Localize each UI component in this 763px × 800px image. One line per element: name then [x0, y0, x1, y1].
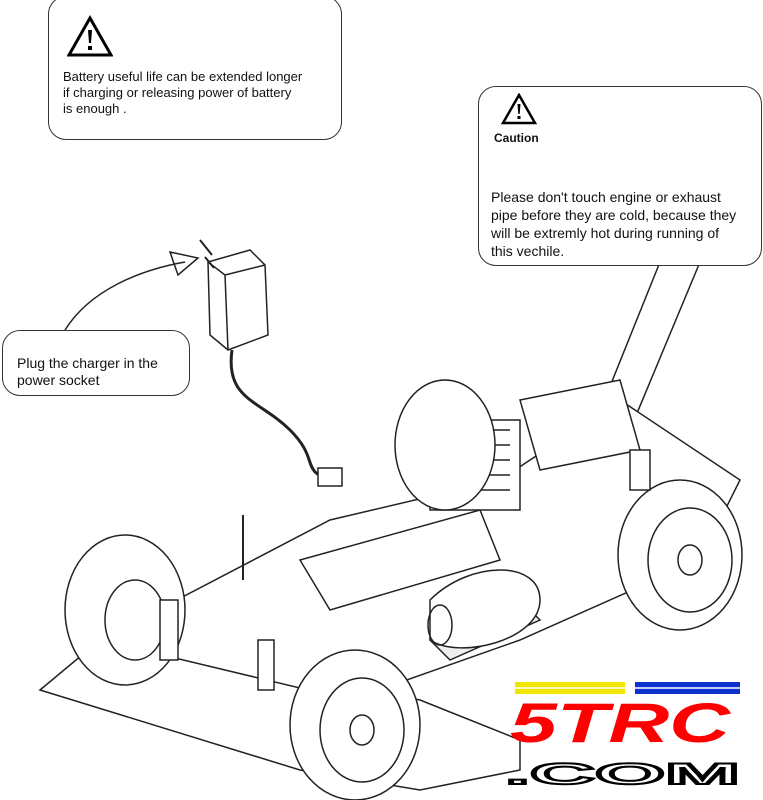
warning-triangle-icon	[500, 92, 538, 130]
svg-text:5TRC: 5TRC	[510, 691, 732, 754]
wheel-front-right	[289, 649, 421, 800]
warning-triangle-icon	[66, 14, 114, 62]
plug-note-line: power socket	[17, 372, 100, 388]
5trc-logo: 5TRC .COM	[504, 682, 741, 790]
plug-note-line: Plug the charger in the	[17, 355, 158, 371]
battery-note-line: Battery useful life can be extended long…	[63, 69, 303, 84]
battery-note-line: is enough .	[63, 101, 127, 116]
shock-absorber	[257, 639, 275, 691]
caution-line: Please don't touch engine or exhaust	[491, 189, 721, 205]
caution-title: Caution	[494, 131, 539, 145]
caution-line: this vechile.	[491, 243, 565, 259]
caution-line: pipe before they are cold, because they	[491, 207, 737, 223]
battery-note-line: if charging or releasing power of batter…	[63, 85, 292, 100]
exhaust-pipe	[427, 569, 541, 649]
radio-box	[298, 509, 502, 611]
caution-line: will be extremly hot during running of	[491, 225, 720, 241]
wheel-rear-right	[617, 479, 743, 631]
battery-note: Battery useful life can be extended long…	[48, 0, 342, 140]
shock-absorber	[629, 449, 651, 491]
plug-arrow	[64, 250, 200, 331]
plug-note: Plug the charger in the power socket	[2, 330, 190, 396]
svg-text:.COM: .COM	[505, 758, 740, 790]
wheel-rear-left	[394, 379, 496, 511]
shock-absorber	[159, 599, 179, 661]
charger-illustration	[199, 239, 343, 487]
caution-note: Caution Please don't touch engine or exh…	[478, 86, 762, 266]
wheel-front-left	[64, 534, 186, 686]
